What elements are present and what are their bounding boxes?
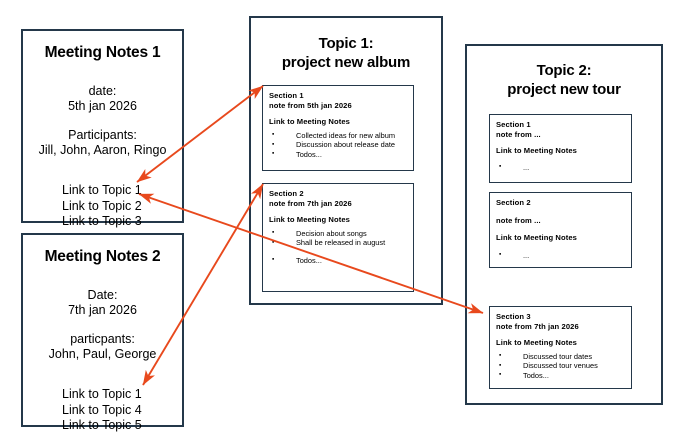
bullet-item: Collected ideas for new album: [269, 130, 407, 141]
topic-2-title-line1: Topic 2:: [536, 62, 592, 79]
topic-1-title-line1: Topic 1:: [318, 35, 374, 52]
topic-1-title-line2: project new album: [281, 54, 411, 71]
section-bullet-list: Discussed tour dates Discussed tour venu…: [496, 351, 625, 381]
spacer: [269, 208, 407, 215]
participants-label: particpants:: [70, 332, 135, 346]
bullet-item: Shall be released in august: [269, 238, 407, 248]
topic-2-section-1[interactable]: Section 1 note from ... Link to Meeting …: [489, 114, 632, 183]
participants-label: Participants:: [68, 128, 137, 142]
meeting-notes-2-card[interactable]: Meeting Notes 2 Date: 7th jan 2026 parti…: [21, 233, 184, 432]
link-to-topic-5[interactable]: Link to Topic 5: [62, 418, 142, 432]
link-to-topic-4[interactable]: Link to Topic 4: [62, 402, 142, 417]
meeting-notes-1-links: Link to Topic 1 Link to Topic 2 Link to …: [23, 183, 182, 230]
section-note: note from ...: [496, 129, 541, 139]
section-link-to-meeting-notes[interactable]: Link to Meeting Notes: [496, 146, 577, 155]
bullet-item: Discussion about release date: [269, 140, 407, 150]
date-label: date:: [88, 84, 117, 98]
section-name: Section 1: [269, 91, 304, 100]
link-to-topic-1[interactable]: Link to Topic 1: [62, 387, 142, 401]
section-name: Section 1: [496, 120, 531, 129]
meeting-notes-1-title: Meeting Notes 1: [44, 44, 161, 61]
spacer: [496, 331, 625, 338]
section-link-to-meeting-notes[interactable]: Link to Meeting Notes: [269, 117, 350, 126]
date-value: 7th jan 2026: [68, 303, 137, 317]
section-note: note from ...: [496, 215, 541, 225]
section-name: Section 2: [496, 198, 531, 207]
bullet-item: Discussed tour dates: [496, 351, 625, 362]
link-to-topic-1[interactable]: Link to Topic 1: [62, 183, 142, 197]
participants-value: Jill, John, Aaron, Ringo: [38, 143, 167, 157]
topic-1-card[interactable]: Topic 1: project new album Section 1 not…: [249, 16, 443, 305]
bullet-item: Todos...: [496, 370, 625, 381]
topic-1-section-1[interactable]: Section 1 note from 5th jan 2026 Link to…: [262, 85, 414, 171]
section-bullet-list: ...: [496, 250, 625, 261]
date-label: Date:: [87, 288, 118, 302]
section-name: Section 3: [496, 312, 531, 321]
meeting-notes-1-date: date: 5th jan 2026: [23, 84, 182, 114]
meeting-notes-2-date: Date: 7th jan 2026: [23, 288, 182, 318]
meeting-notes-2-participants: particpants: John, Paul, George: [23, 332, 182, 362]
link-to-topic-2[interactable]: Link to Topic 2: [62, 198, 142, 213]
bullet-item: ...: [496, 250, 625, 261]
section-link-to-meeting-notes[interactable]: Link to Meeting Notes: [269, 215, 350, 224]
date-value: 5th jan 2026: [68, 99, 137, 113]
topic-2-title: Topic 2: project new tour: [467, 61, 661, 99]
section-bullet-list: Collected ideas for new album Discussion…: [269, 130, 407, 160]
spacer: [269, 110, 407, 117]
meeting-notes-1-participants: Participants: Jill, John, Aaron, Ringo: [23, 128, 182, 158]
bullet-item: ...: [496, 162, 625, 173]
section-bullet-list: ...: [496, 162, 625, 173]
bullet-item: Todos...: [269, 255, 407, 266]
topic-1-section-2[interactable]: Section 2 note from 7th jan 2026 Link to…: [262, 183, 414, 292]
meeting-notes-2-title: Meeting Notes 2: [44, 248, 161, 265]
link-to-topic-3[interactable]: Link to Topic 3: [62, 214, 142, 228]
participants-value: John, Paul, George: [48, 347, 157, 361]
section-note: note from 5th jan 2026: [269, 100, 352, 110]
topic-2-section-3[interactable]: Section 3 note from 7th jan 2026 Link to…: [489, 306, 632, 389]
bullet-item: Discussed tour venues: [496, 361, 625, 371]
topic-2-card[interactable]: Topic 2: project new tour Section 1 note…: [465, 44, 663, 405]
bullet-item: Decision about songs: [269, 228, 407, 239]
section-bullet-list: Decision about songs Shall be released i…: [269, 228, 407, 266]
topic-1-title: Topic 1: project new album: [251, 34, 441, 72]
spacer: [496, 139, 625, 146]
topic-2-section-2[interactable]: Section 2 note from ... Link to Meeting …: [489, 192, 632, 268]
section-name: Section 2: [269, 189, 304, 198]
meeting-notes-1-card[interactable]: Meeting Notes 1 date: 5th jan 2026 Parti…: [21, 29, 184, 228]
section-note: note from 7th jan 2026: [496, 321, 579, 331]
bullet-item: Todos...: [269, 149, 407, 160]
meeting-notes-2-links: Link to Topic 1 Link to Topic 4 Link to …: [23, 387, 182, 434]
topic-2-title-line2: project new tour: [507, 81, 621, 98]
section-link-to-meeting-notes[interactable]: Link to Meeting Notes: [496, 338, 577, 347]
section-note: note from 7th jan 2026: [269, 198, 352, 208]
section-link-to-meeting-notes[interactable]: Link to Meeting Notes: [496, 233, 577, 242]
spacer: [496, 156, 625, 163]
